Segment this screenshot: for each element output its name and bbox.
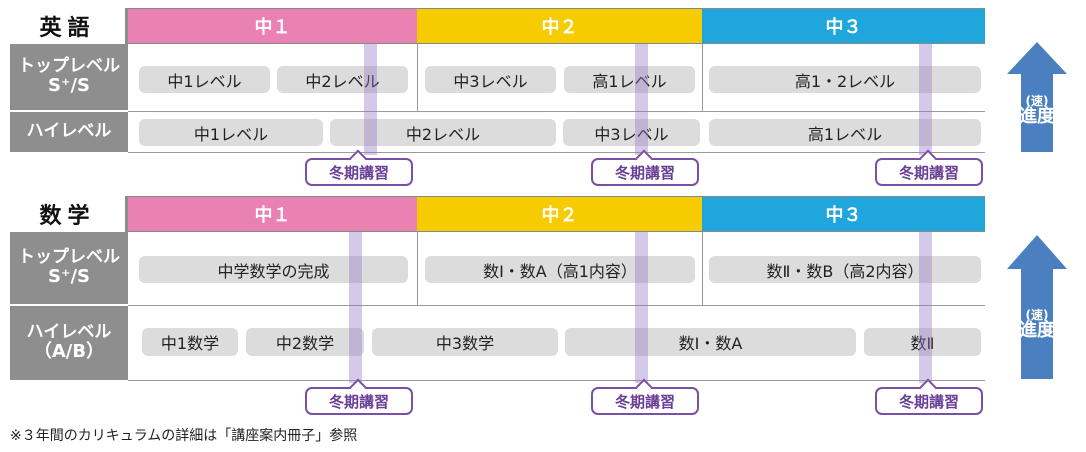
row-label-line: トップレベル — [18, 246, 120, 267]
winter-course-badge: 冬期講習 — [875, 387, 983, 415]
pill: 高1・2レベル — [709, 66, 981, 93]
speed-arrow-up-icon — [1007, 42, 1067, 152]
row-divider — [128, 152, 985, 153]
grade-header-separator — [125, 196, 128, 232]
pill: 中2レベル — [330, 119, 556, 146]
winter-band — [919, 44, 932, 155]
speed-label-small: (速) — [1025, 94, 1049, 109]
math-grade-1: 中１ — [128, 196, 417, 232]
pill: 数Ⅱ — [864, 328, 981, 356]
english-grade-3: 中３ — [702, 8, 985, 44]
winter-course-badge: 冬期講習 — [305, 387, 413, 415]
speed-label-small: (速) — [1025, 308, 1049, 323]
math-grade-2: 中２ — [417, 196, 702, 232]
grade-divider — [417, 44, 418, 112]
winter-band — [919, 232, 932, 383]
winter-band — [635, 232, 648, 383]
footnote: ※３年間のカリキュラムの詳細は「講座案内冊子」参照 — [10, 428, 358, 444]
winter-course-badge: 冬期講習 — [591, 158, 699, 186]
english-title: 英語 — [39, 16, 96, 41]
speed-arrow-up-icon — [1007, 235, 1067, 379]
row-label-line: ハイレベル — [26, 321, 112, 342]
pill: 数Ⅰ・数A（高1内容） — [425, 256, 695, 283]
pill: 高1レベル — [564, 66, 695, 93]
winter-course-badge: 冬期講習 — [875, 158, 983, 186]
english-grade-2: 中２ — [417, 8, 702, 44]
math-title: 数学 — [39, 204, 96, 229]
winter-band — [635, 44, 648, 155]
row-label-line: S⁺/S — [47, 266, 90, 288]
winter-course-badge: 冬期講習 — [305, 158, 413, 186]
speed-label-big: 進度 — [1019, 319, 1055, 341]
pill: 中2数学 — [246, 328, 364, 356]
math-top-level-label: トップレベル S⁺/S — [10, 232, 128, 304]
row-label-line: （A/B） — [33, 341, 105, 363]
english-top-level-label: トップレベル S⁺/S — [10, 44, 128, 110]
pill: 中1レベル — [139, 119, 323, 146]
pill: 中1レベル — [139, 66, 270, 93]
row-divider — [128, 305, 985, 306]
speed-label: (速) 進度 — [1005, 76, 1069, 146]
speed-label-big: 進度 — [1019, 105, 1055, 127]
row-divider — [128, 111, 985, 112]
english-grade-1: 中１ — [128, 8, 417, 44]
row-divider — [128, 380, 985, 381]
pill: 数Ⅱ・数B（高2内容） — [709, 256, 981, 283]
math-high-level-label: ハイレベル （A/B） — [10, 306, 128, 380]
winter-band — [364, 44, 377, 155]
pill: 中1数学 — [142, 328, 238, 356]
pill: 中2レベル — [277, 66, 408, 93]
pill: 数Ⅰ・数A — [565, 328, 856, 356]
row-label-line: トップレベル — [18, 55, 120, 76]
grade-header-separator — [125, 8, 128, 44]
winter-band — [349, 232, 362, 383]
pill: 中3数学 — [372, 328, 558, 356]
pill: 中学数学の完成 — [139, 256, 408, 283]
pill: 高1レベル — [709, 119, 981, 146]
grade-divider — [417, 232, 418, 306]
row-label-line: S⁺/S — [47, 75, 90, 97]
math-grade-3: 中３ — [702, 196, 985, 232]
winter-course-badge: 冬期講習 — [591, 387, 699, 415]
row-label-line: ハイレベル — [26, 121, 112, 142]
english-high-level-label: ハイレベル — [10, 112, 128, 152]
speed-label: (速) 進度 — [1005, 290, 1069, 360]
grade-divider — [702, 232, 703, 306]
grade-divider — [702, 44, 703, 112]
pill: 中3レベル — [563, 119, 700, 146]
pill: 中3レベル — [425, 66, 556, 93]
